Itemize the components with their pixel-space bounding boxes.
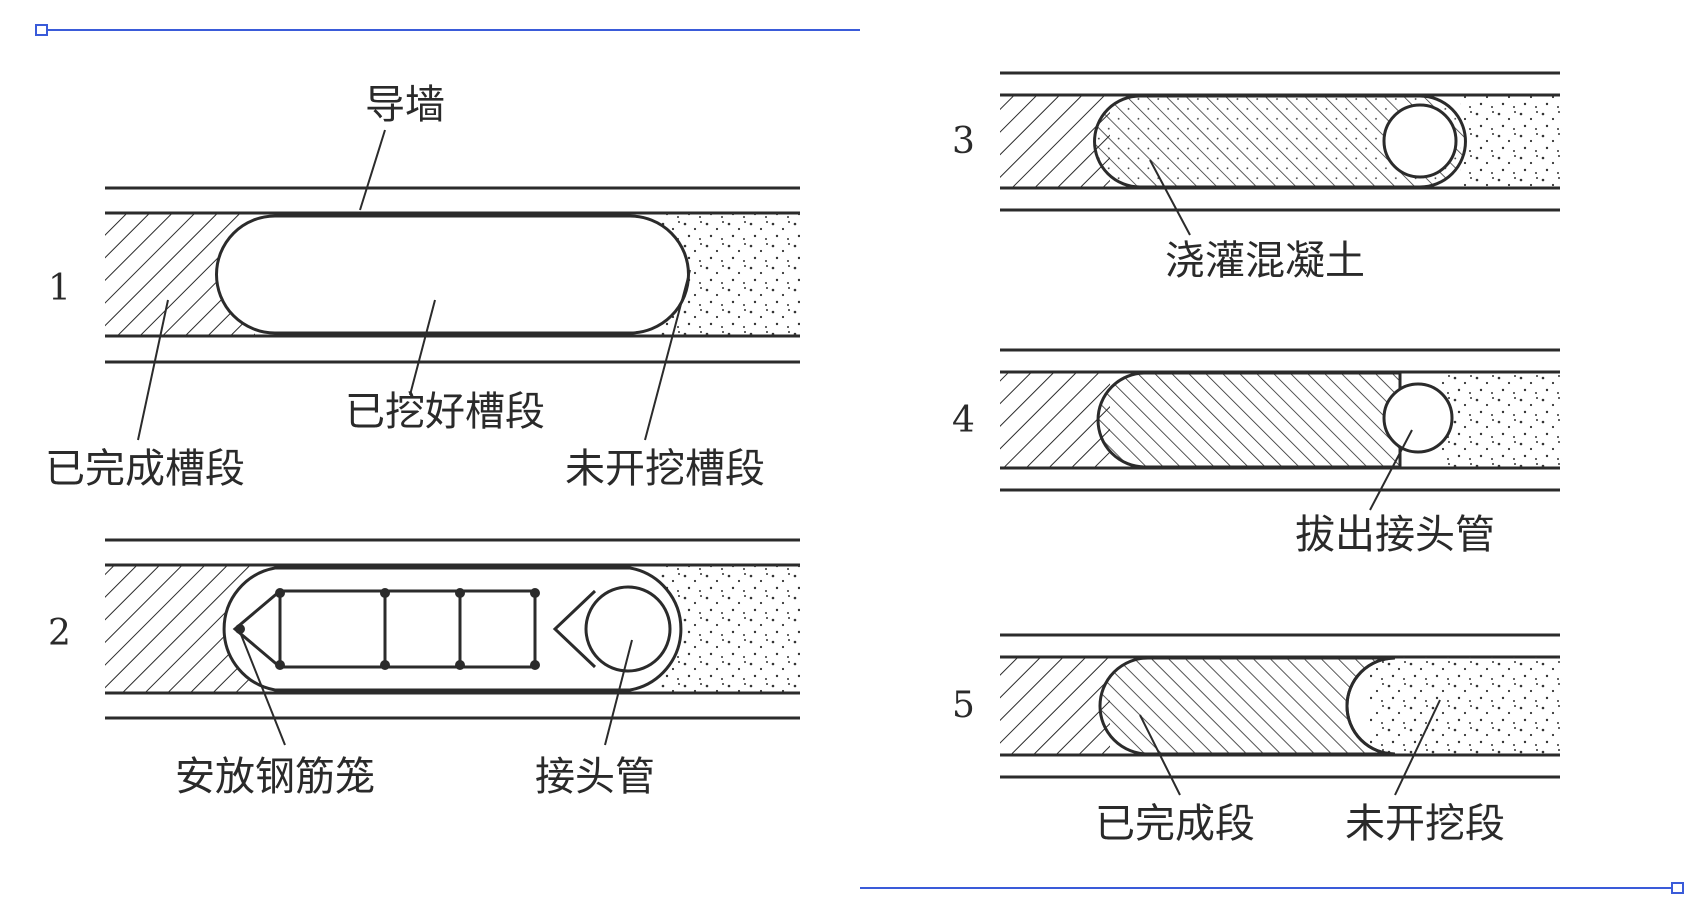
step5-number: 5 — [952, 685, 975, 726]
step3-trench — [1000, 71, 1560, 236]
joint-pipe-circle — [584, 585, 672, 673]
joint-pipe-label: 接头管 — [535, 754, 655, 800]
right-diagram — [1000, 71, 1560, 796]
selection-handle-bottom-right[interactable] — [1671, 882, 1684, 894]
selection-guides — [35, 24, 1684, 894]
step4-number: 4 — [952, 400, 975, 441]
finished-concrete-region-4 — [1096, 371, 1402, 469]
step1-trench — [105, 129, 800, 441]
step2-trench — [105, 538, 800, 746]
unexcavated-slot-label: 未开挖槽段 — [565, 446, 765, 492]
selection-handle-top-left[interactable] — [35, 24, 48, 36]
guide-wall-label: 导墙 — [365, 82, 445, 128]
rebar-cage — [232, 588, 597, 670]
completed-section-label: 已完成段 — [1095, 801, 1255, 847]
left-diagram — [105, 129, 800, 746]
labels: 导墙 1 已挖好槽段 已完成槽段 未开挖槽段 2 安放钢筋笼 接头管 3 浇灌混… — [45, 82, 1505, 847]
concrete-pour-region — [1093, 94, 1467, 189]
completed-slot-label: 已完成槽段 — [45, 446, 245, 492]
slot-with-cage-outline — [222, 566, 683, 692]
unexcavated-soil-2 — [660, 565, 800, 693]
excavated-slot-label: 已挖好槽段 — [345, 389, 545, 435]
step3-number: 3 — [952, 121, 975, 162]
joint-pipe-circle-3 — [1382, 103, 1458, 179]
step5-trench — [1000, 633, 1560, 796]
step1-number: 1 — [48, 268, 71, 309]
pour-concrete-label: 浇灌混凝土 — [1165, 238, 1365, 284]
excavated-slot-outline — [215, 214, 690, 335]
extract-pipe-label: 拔出接头管 — [1295, 512, 1495, 558]
step2-number: 2 — [48, 613, 71, 654]
step4-trench — [1000, 348, 1560, 511]
unexcavated-section-label: 未开挖段 — [1345, 801, 1505, 847]
completed-section-region-5 — [1098, 656, 1396, 756]
extracted-pipe-hole — [1382, 382, 1454, 454]
cage-placement-label: 安放钢筋笼 — [175, 754, 375, 800]
